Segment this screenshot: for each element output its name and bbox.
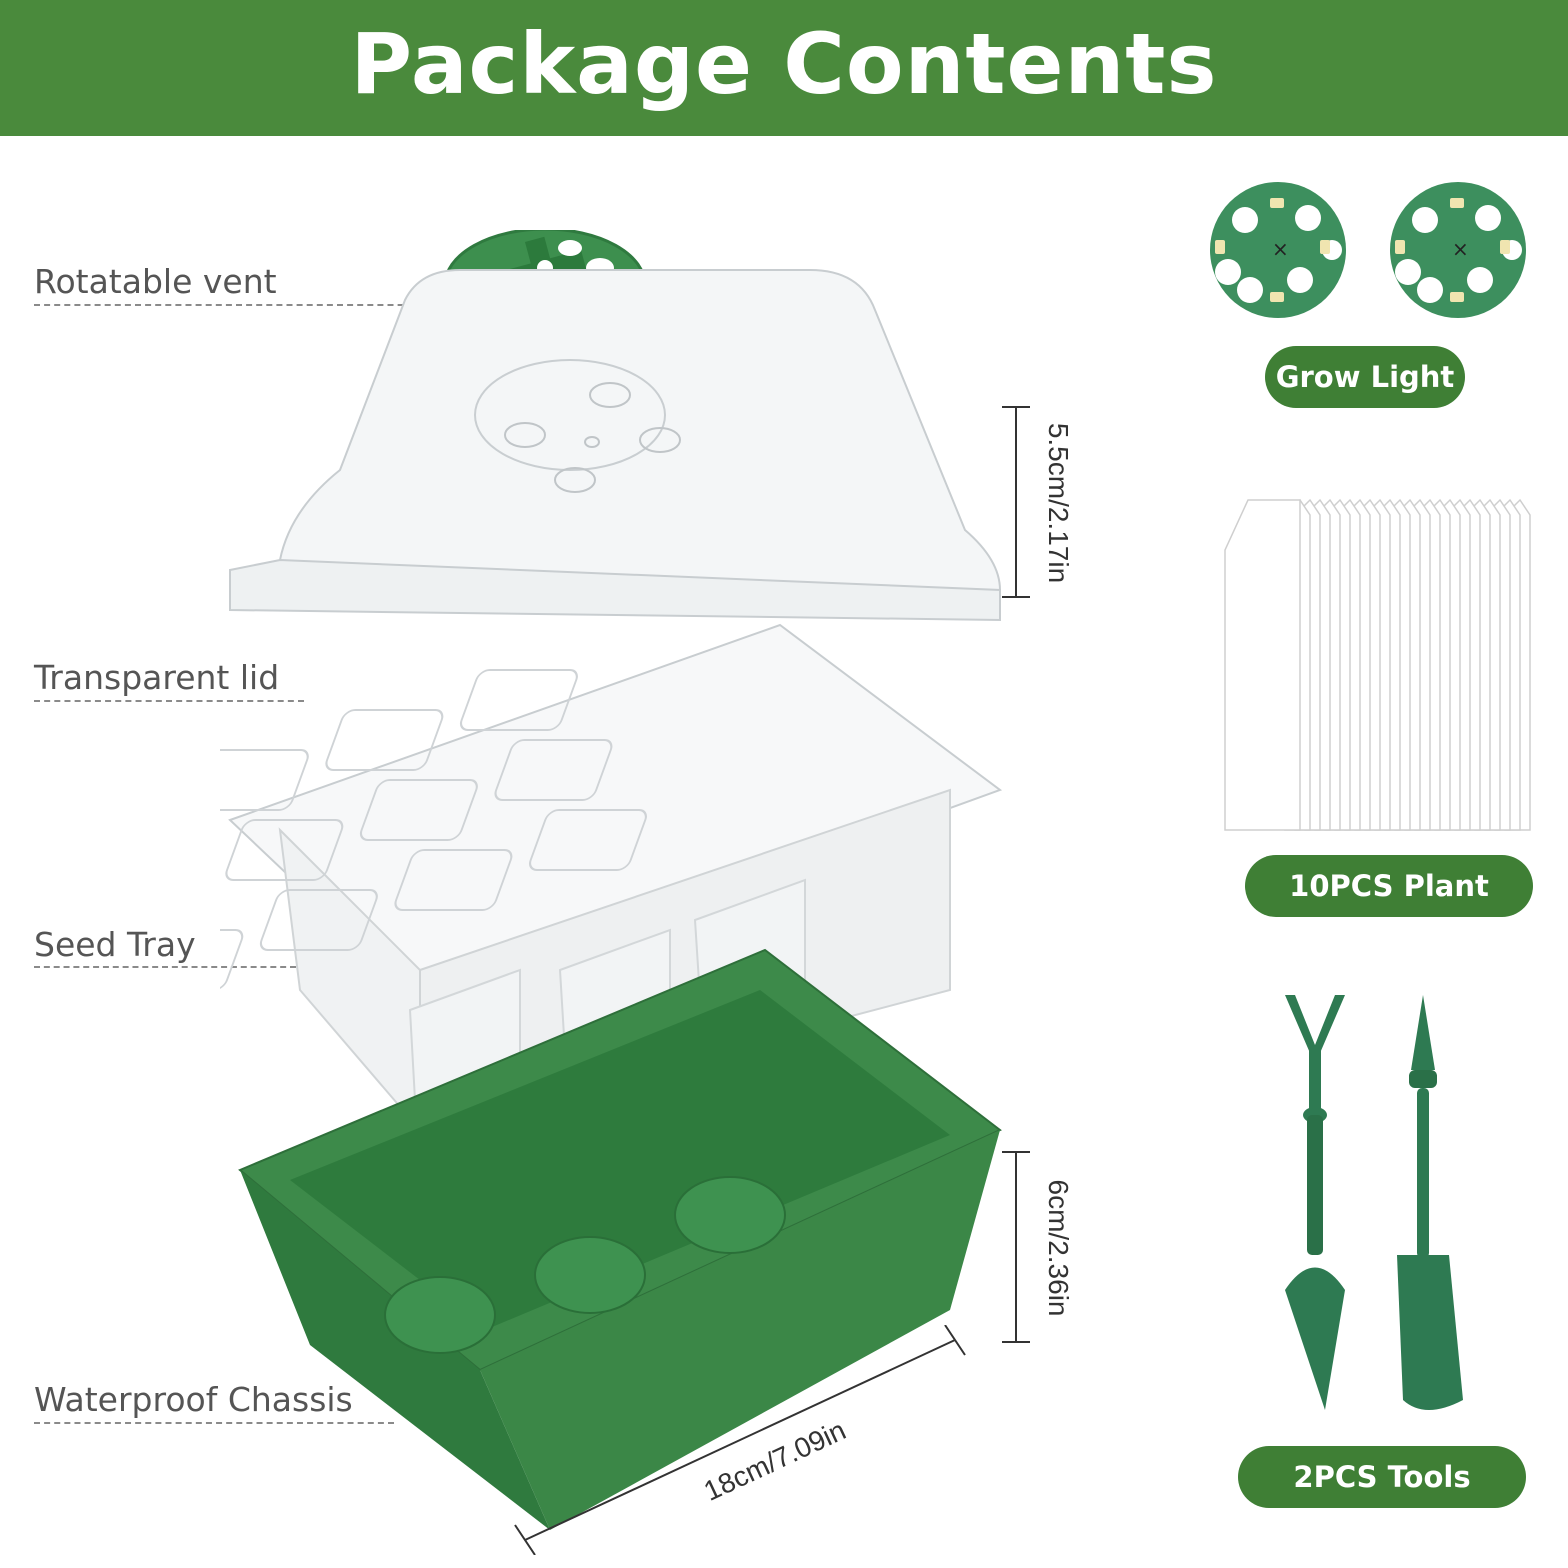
grow-light-icon-2: × xyxy=(1390,182,1526,318)
leader-line-lid xyxy=(34,700,304,702)
grow-light-icon: × xyxy=(1210,182,1346,318)
leader-line-tray xyxy=(34,966,296,968)
transparent-lid-shape xyxy=(229,269,1002,622)
lid-height-dimension: 5.5cm/2.17in xyxy=(1043,422,1074,584)
plant-labels-badge: 10PCS Plant Labels xyxy=(1245,855,1533,965)
svg-text:×: × xyxy=(1272,237,1289,261)
base-height-bracket-icon xyxy=(1002,1151,1030,1343)
tools-badge: 2PCS Tools xyxy=(1238,1446,1526,1508)
base-height-dimension: 6cm/2.36in xyxy=(1043,1179,1074,1317)
width-bracket-icon xyxy=(514,1325,966,1555)
label-rotatable-vent: Rotatable vent xyxy=(34,262,277,301)
label-waterproof-chassis: Waterproof Chassis xyxy=(34,1380,353,1419)
label-transparent-lid: Transparent lid xyxy=(34,658,280,697)
grow-light-badge: Grow Light xyxy=(1265,346,1465,408)
waterproof-chassis-shape xyxy=(238,948,1002,1530)
lid-height-bracket-icon xyxy=(1002,406,1030,598)
seed-starter-kit-illustration xyxy=(220,230,1003,1530)
garden-tools-icon xyxy=(1285,995,1463,1410)
plant-labels-icon xyxy=(1224,498,1531,831)
page-title: Package Contents xyxy=(350,15,1218,113)
svg-text:×: × xyxy=(1452,237,1469,261)
label-seed-tray: Seed Tray xyxy=(34,925,196,964)
header-banner: Package Contents xyxy=(0,0,1568,136)
leader-line-vent xyxy=(34,304,444,306)
leader-line-chassis xyxy=(34,1422,394,1424)
